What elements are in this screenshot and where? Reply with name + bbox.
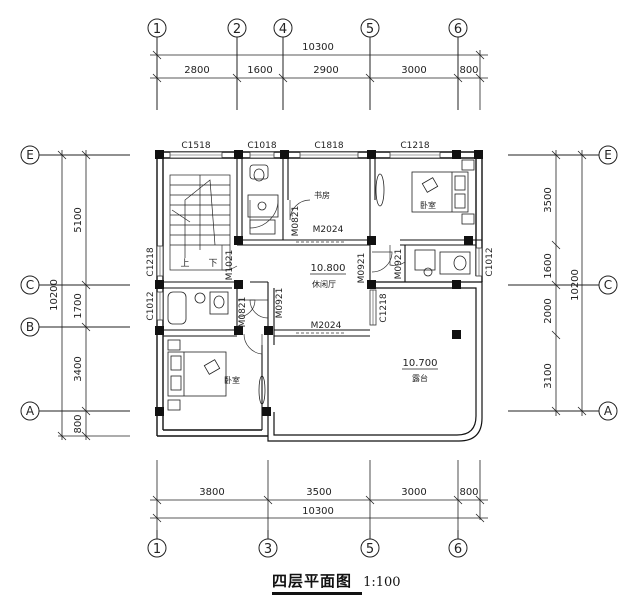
door-swings bbox=[221, 199, 406, 355]
top-dim-seg-2: 1600 bbox=[247, 65, 272, 76]
bottom-axis-label-5: 5 bbox=[366, 542, 374, 557]
left-dim-seg-2: 1700 bbox=[73, 293, 84, 318]
ne-bedroom-furniture bbox=[375, 159, 475, 225]
top-dim-seg-4: 3000 bbox=[401, 65, 426, 76]
bottom-axis-label-3: 3 bbox=[264, 542, 272, 557]
right-dimension-lines bbox=[551, 150, 587, 416]
room-label-study: 书房 bbox=[314, 190, 330, 200]
stair-up-label: 上 bbox=[180, 258, 189, 269]
right-axis-markers bbox=[508, 145, 618, 421]
window-label-c1012-right: C1012 bbox=[485, 247, 495, 276]
terrace-parapet bbox=[267, 281, 483, 442]
window-label-c1818: C1818 bbox=[314, 141, 343, 151]
drawing-caption: 四层平面图 1:100 bbox=[272, 570, 401, 591]
staircase bbox=[169, 174, 231, 271]
right-axis-label-e: E bbox=[604, 148, 612, 162]
interior-walls bbox=[163, 158, 482, 430]
right-total-dimension: 10200 bbox=[570, 269, 581, 301]
window-label-c1012-left: C1012 bbox=[146, 291, 156, 320]
sw-bedroom-furniture bbox=[167, 339, 266, 411]
top-axis-label-1: 1 bbox=[153, 22, 161, 37]
door-label-m0921-lounge: M0921 bbox=[357, 253, 367, 284]
bottom-total-dimension: 10300 bbox=[302, 506, 334, 517]
door-label-m0921-bath: M0921 bbox=[394, 249, 404, 280]
level-underlines bbox=[310, 273, 438, 370]
upper-bathroom-fixtures bbox=[247, 164, 279, 235]
window-label-c1518: C1518 bbox=[181, 141, 210, 151]
top-dim-seg-5: 800 bbox=[459, 65, 478, 76]
left-total-dimension: 10200 bbox=[49, 279, 60, 311]
bottom-axis-markers bbox=[147, 530, 468, 558]
right-dim-seg-4: 3100 bbox=[543, 363, 554, 388]
right-axis-label-c: C bbox=[604, 278, 612, 292]
top-axis-label-6: 6 bbox=[454, 22, 462, 37]
top-total-dimension: 10300 bbox=[302, 42, 334, 53]
top-axis-label-2: 2 bbox=[233, 22, 241, 37]
left-axis-label-a: A bbox=[26, 404, 35, 418]
top-dimension-lines bbox=[150, 50, 488, 110]
right-dim-seg-3: 2000 bbox=[543, 298, 554, 323]
sw-bathroom-fixtures bbox=[167, 291, 229, 325]
left-dim-seg-1: 5100 bbox=[73, 207, 84, 232]
window-label-c1018: C1018 bbox=[247, 141, 276, 151]
right-dim-seg-1: 3500 bbox=[543, 187, 554, 212]
right-axis-label-a: A bbox=[604, 404, 613, 418]
window-label-c1218-top: C1218 bbox=[400, 141, 429, 151]
left-dim-seg-3: 3400 bbox=[73, 356, 84, 381]
left-axis-label-e: E bbox=[26, 148, 34, 162]
top-dim-seg-3: 2900 bbox=[313, 65, 338, 76]
left-dim-seg-4: 800 bbox=[73, 414, 84, 433]
caption-title: 四层平面图 bbox=[272, 572, 353, 590]
top-dim-seg-1: 2800 bbox=[184, 65, 209, 76]
stair-down-label: 下 bbox=[208, 259, 217, 269]
room-label-lounge: 休闲厅 bbox=[312, 279, 336, 289]
bottom-axis-label-6: 6 bbox=[454, 542, 462, 557]
window-label-c1218-terrace: C1218 bbox=[379, 293, 389, 322]
terrace-level: 10.700 bbox=[403, 358, 438, 369]
left-axis-markers bbox=[20, 145, 130, 421]
structural-columns bbox=[155, 150, 483, 416]
ne-bathroom-fixtures bbox=[414, 249, 471, 277]
top-axis-markers bbox=[147, 18, 468, 110]
bottom-dim-seg-4: 800 bbox=[459, 487, 478, 498]
bottom-dim-seg-3: 3000 bbox=[401, 487, 426, 498]
window-label-c1218-left: C1218 bbox=[146, 247, 156, 276]
top-axis-label-4: 4 bbox=[279, 22, 287, 37]
right-dim-seg-2: 1600 bbox=[543, 253, 554, 278]
caption-scale: 1:100 bbox=[363, 575, 401, 590]
window-glass-lines bbox=[159, 154, 480, 325]
bottom-dimension-lines bbox=[150, 460, 488, 530]
room-label-bedroom-sw: 卧室 bbox=[224, 375, 240, 385]
left-axis-label-b: B bbox=[26, 320, 34, 334]
room-label-bedroom-ne: 卧室 bbox=[420, 200, 436, 210]
door-label-m0921-lower: M0921 bbox=[275, 288, 285, 319]
left-axis-label-c: C bbox=[26, 278, 34, 292]
door-label-m2024-upper: M2024 bbox=[313, 225, 344, 235]
bottom-axis-label-1: 1 bbox=[153, 542, 161, 557]
door-label-m0821-upper: M0821 bbox=[291, 206, 301, 237]
lounge-level: 10.800 bbox=[311, 263, 346, 274]
bottom-dim-seg-2: 3500 bbox=[306, 487, 331, 498]
door-label-m2024-lower: M2024 bbox=[311, 321, 342, 331]
room-label-terrace: 露台 bbox=[412, 373, 428, 383]
top-axis-label-5: 5 bbox=[366, 22, 374, 37]
caption-underline bbox=[272, 592, 362, 595]
left-dimension-lines bbox=[57, 150, 130, 441]
bottom-dim-seg-1: 3800 bbox=[199, 487, 224, 498]
door-label-m1021: M1021 bbox=[225, 250, 235, 281]
door-label-m0821-lower: M0821 bbox=[238, 297, 248, 328]
